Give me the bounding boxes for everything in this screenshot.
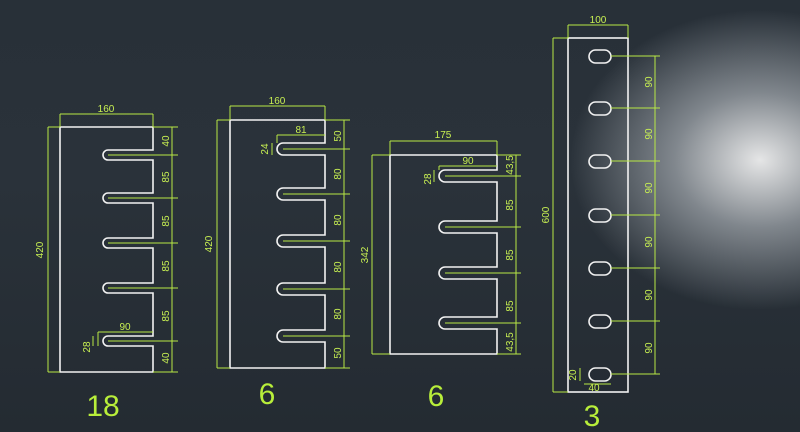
part-1-width-dim-line [59,113,154,127]
part-1-pitch-dim-line [108,126,178,373]
part-2-slot-length-label: 81 [295,125,307,136]
part-4-slot-length-label: 40 [588,383,600,394]
part-3-pitch-dim-line [445,154,521,355]
part-3-height-dim-line [371,154,390,355]
part-2-pitch-label: 50 [333,130,344,142]
part-2-outline [229,119,326,369]
part-4-slot [588,101,612,116]
part-3-pitch-label: 85 [505,300,516,312]
part-4-pitch-label: 90 [644,76,655,88]
part-1-slot-dim-line [92,331,153,346]
part-3-pitch-label: 43,5 [505,155,516,175]
part-4-pitch-label: 90 [644,236,655,248]
part-4-slot-dim-line [579,368,611,385]
part-3-height-label: 342 [360,246,371,263]
part-2-height-label: 420 [204,235,215,252]
part-1-height-dim-line [47,126,60,373]
part-3-quantity-label: 6 [428,380,445,413]
part-4-quantity-label: 3 [584,400,601,432]
part-4-drawing: 100 600 90 90 90 90 90 90 40 20 3 [541,15,660,432]
part-3-pitch-label: 85 [505,199,516,211]
part-2-pitch-label: 50 [333,347,344,359]
part-1-height-label: 420 [35,241,46,258]
part-3-slot-dim-line [433,165,497,182]
part-3-slot-length-label: 90 [462,156,474,167]
part-2-pitch-label: 80 [333,308,344,320]
part-1-pitch-label: 40 [161,352,172,364]
part-4-pitch-label: 90 [644,289,655,301]
part-4-slot [588,261,612,276]
part-1-pitch-label: 40 [161,135,172,147]
part-4-slot [588,314,612,329]
part-1-pitch-label: 85 [161,310,172,322]
part-4-slot-width-label: 20 [568,369,579,381]
part-3-width-label: 175 [435,130,452,141]
part-1-width-label: 160 [98,104,115,115]
part-3-outline [389,154,498,355]
part-3-slot-width-label: 28 [423,173,434,185]
part-4-slot [588,154,612,169]
part-2-slot-dim-line [271,134,325,155]
part-2-width-dim-line [229,105,326,120]
part-2-slot-width-label: 24 [260,143,271,155]
part-4-slot [588,208,612,223]
part-1-slot-length-label: 90 [119,322,131,333]
part-4-slot [588,367,612,382]
part-2-quantity-label: 6 [259,378,276,411]
part-3-pitch-label: 43,5 [505,332,516,352]
part-4-width-dim-line [567,24,629,38]
part-3-drawing: 175 342 90 28 43,5 85 85 85 43,5 6 [360,130,521,413]
part-1-pitch-label: 85 [161,171,172,183]
part-2-pitch-dim-line [283,119,350,369]
part-4-slot [588,49,612,64]
part-1-outline [59,126,154,373]
part-2-pitch-label: 80 [333,168,344,180]
part-2-height-dim-line [216,119,230,369]
part-1-pitch-label: 85 [161,260,172,272]
part-2-pitch-label: 80 [333,214,344,226]
part-4-height-dim-line [552,37,568,393]
part-2-pitch-label: 80 [333,261,344,273]
part-4-pitch-label: 90 [644,342,655,354]
part-4-pitch-label: 90 [644,182,655,194]
part-2-width-label: 160 [269,96,286,107]
part-4-pitch-label: 90 [644,128,655,140]
part-1-quantity-label: 18 [86,390,119,423]
part-1-pitch-label: 85 [161,215,172,227]
part-3-pitch-label: 85 [505,249,516,261]
part-1-drawing: 160 420 90 28 40 85 85 85 85 40 18 [35,104,178,423]
part-1-slot-width-label: 28 [82,341,93,353]
part-4-width-label: 100 [590,15,607,26]
part-4-pitch-dim-line [611,55,660,375]
part-2-drawing: 160 420 81 24 50 80 80 80 80 50 6 [204,96,350,411]
part-3-width-dim-line [389,140,498,155]
part-4-height-label: 600 [541,206,552,223]
